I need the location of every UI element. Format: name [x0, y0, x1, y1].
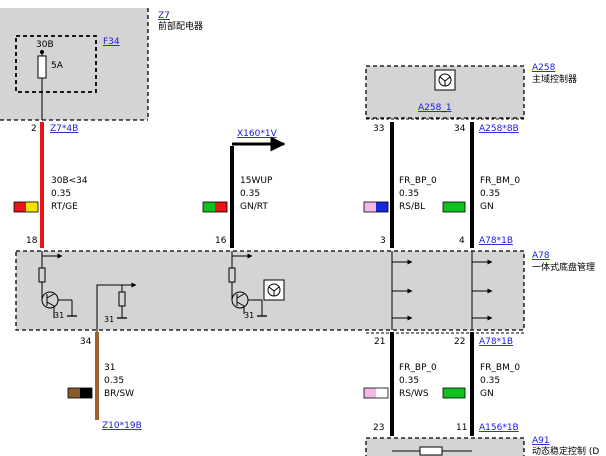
wire-color-label: GN — [480, 202, 494, 212]
ground-label: 31 — [104, 315, 114, 324]
pin-a78-18: 18 — [26, 236, 38, 246]
wire-size-label: 0.35 — [51, 189, 71, 199]
a258-controller — [365, 65, 525, 120]
z7-link[interactable]: Z7 — [158, 11, 170, 21]
z7-name: 前部配电器 — [158, 20, 203, 32]
wire-color-swatch — [67, 387, 93, 399]
z7-connector-link[interactable]: Z7*4B — [50, 124, 78, 134]
wire-color-swatch — [442, 201, 466, 213]
wire-signal-label: FR_BP_0 — [399, 176, 437, 186]
pin-a78-16: 16 — [215, 236, 227, 246]
ecu-symbol-icon — [434, 69, 456, 91]
ground-label: 31 — [54, 311, 64, 320]
a78-module: 31 31 31 — [15, 250, 525, 332]
wire-color-swatch — [442, 387, 466, 399]
pin-a258-33: 33 — [373, 124, 384, 134]
pin-a78-34: 34 — [80, 337, 92, 347]
pin-a78-3: 3 — [380, 236, 386, 246]
a78-name: 一体式底盘管理 — [532, 261, 595, 273]
wire-color-label: RS/BL — [399, 202, 425, 212]
a258-connector-pin-link[interactable]: A258*8B — [479, 124, 519, 134]
fuse-f34-box — [15, 35, 97, 93]
a78-link[interactable]: A78 — [532, 251, 550, 261]
wire-signal-label: 31 — [104, 363, 115, 373]
a78-connector-bottom-link[interactable]: A78*1B — [479, 337, 513, 347]
wire-color-label: RS/WS — [399, 389, 429, 399]
ground-label: 31 — [244, 311, 254, 320]
wire-signal-label: 30B<34 — [51, 176, 88, 186]
wire-color-label: BR/SW — [104, 389, 134, 399]
fuse-terminal-label: 30B — [36, 40, 54, 50]
wire-color-label: GN — [480, 389, 494, 399]
a91-connector-link[interactable]: A156*1B — [479, 423, 519, 433]
wire-signal-label: FR_BM_0 — [480, 176, 520, 186]
wire-color-label: GN/RT — [240, 202, 268, 212]
pin-a91-23: 23 — [373, 423, 384, 433]
a91-module — [365, 437, 525, 456]
a258-link[interactable]: A258 — [532, 63, 556, 73]
z7-distributor: 30B 5A F34 — [0, 8, 149, 121]
pin-a78-4: 4 — [459, 236, 465, 246]
a91-link[interactable]: A91 — [532, 436, 550, 446]
wire-size-label: 0.35 — [399, 376, 419, 386]
a91-name: 动态稳定控制 (D — [532, 445, 599, 456]
pin-a78-22: 22 — [454, 337, 465, 347]
fuse-rating-label: 5A — [51, 61, 64, 71]
x160-link[interactable]: X160*1V — [237, 129, 278, 139]
wire-size-label: 0.35 — [104, 376, 124, 386]
fuse-f34-link[interactable]: F34 — [103, 37, 120, 47]
wire-color-swatch — [363, 387, 389, 399]
a258-connector-link[interactable]: A258_1 — [418, 103, 452, 113]
fuse-icon — [37, 55, 47, 79]
pin-a91-11: 11 — [456, 423, 467, 433]
wire-color-swatch — [13, 201, 39, 213]
termination-resistor-icon — [419, 446, 443, 456]
ecu-symbol-icon — [263, 279, 285, 301]
pin-z7-2: 2 — [31, 124, 37, 134]
pin-a78-21: 21 — [374, 337, 385, 347]
wire-signal-label: FR_BM_0 — [480, 363, 520, 373]
wire-size-label: 0.35 — [480, 376, 500, 386]
wire-size-label: 0.35 — [240, 189, 260, 199]
wire-signal-label: FR_BP_0 — [399, 363, 437, 373]
wire-size-label: 0.35 — [399, 189, 419, 199]
z10-link[interactable]: Z10*19B — [102, 421, 142, 431]
wire-color-swatch — [202, 201, 228, 213]
wire-size-label: 0.35 — [480, 189, 500, 199]
wire-color-swatch — [363, 201, 389, 213]
pin-a258-34: 34 — [454, 124, 466, 134]
a258-name: 主域控制器 — [532, 73, 577, 85]
wire-signal-label: 15WUP — [240, 176, 273, 186]
a78-connector-top-link[interactable]: A78*1B — [479, 236, 513, 246]
wire-color-label: RT/GE — [51, 202, 78, 212]
